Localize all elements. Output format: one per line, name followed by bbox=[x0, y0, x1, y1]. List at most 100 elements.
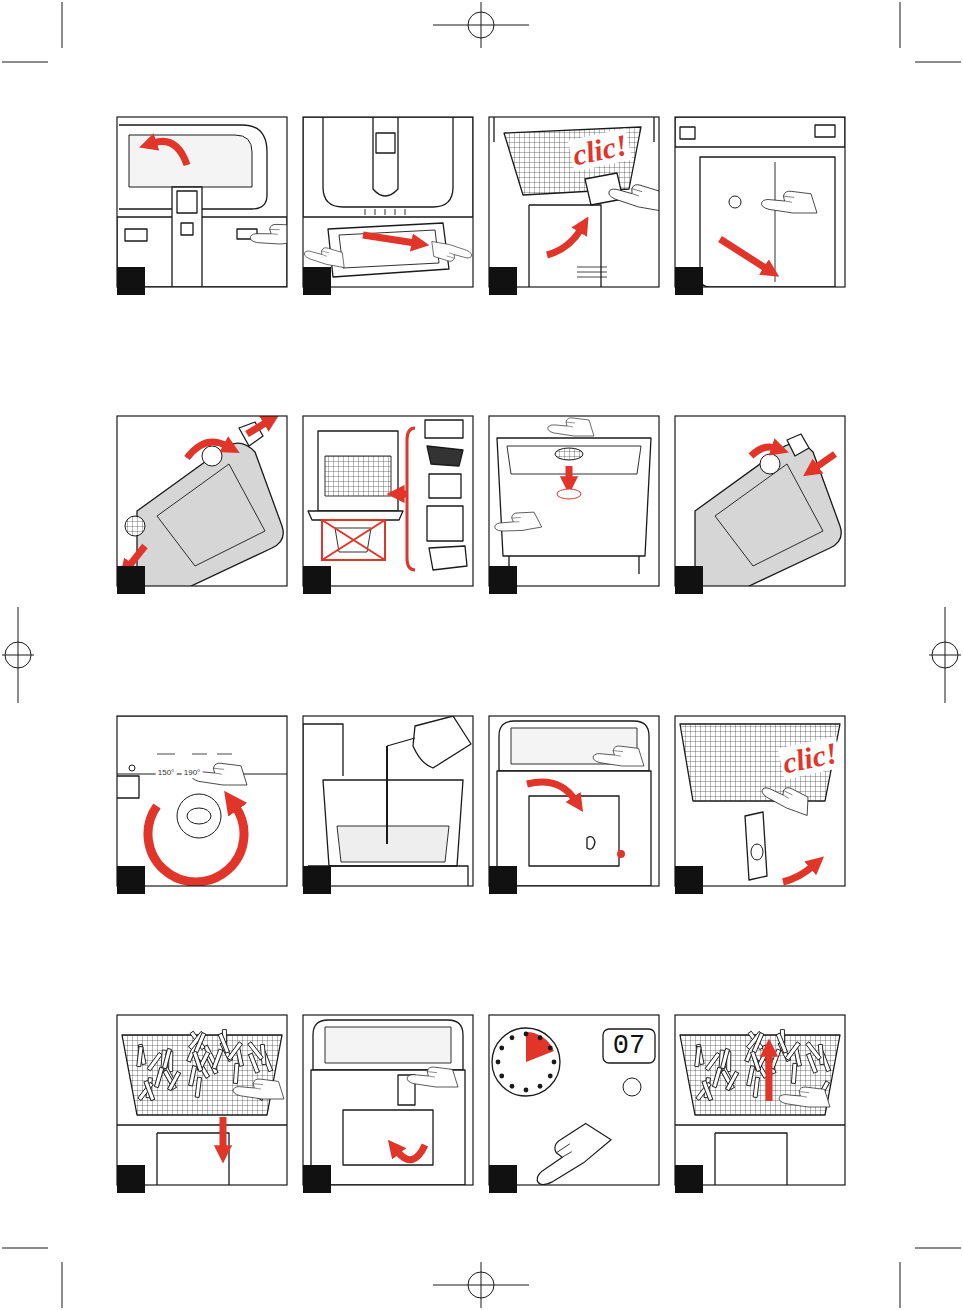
red-arrow bbox=[401, 491, 407, 498]
seat bbox=[557, 489, 581, 499]
knob bbox=[760, 454, 780, 474]
clock-dot bbox=[510, 1035, 515, 1040]
outline bbox=[715, 464, 823, 566]
step-panel bbox=[489, 416, 659, 594]
red-arrow bbox=[247, 422, 267, 434]
outline bbox=[577, 267, 607, 277]
outline bbox=[607, 180, 659, 211]
step-panel bbox=[489, 1015, 659, 1193]
outline bbox=[529, 205, 601, 287]
label-holder: clic! bbox=[778, 736, 842, 780]
panel-frame bbox=[489, 117, 659, 287]
outline bbox=[337, 826, 449, 862]
hand bbox=[407, 1067, 458, 1087]
red-arrow bbox=[751, 447, 775, 456]
fry bbox=[154, 1067, 163, 1087]
panel-frame bbox=[117, 716, 287, 886]
panel-frame bbox=[117, 416, 287, 586]
outline bbox=[308, 866, 468, 886]
outline bbox=[497, 438, 651, 556]
panel-frame bbox=[303, 117, 473, 287]
step-panel bbox=[675, 117, 845, 295]
outline bbox=[343, 1110, 433, 1165]
fry bbox=[695, 1046, 701, 1066]
clock-dot bbox=[538, 1035, 543, 1040]
outline bbox=[137, 443, 283, 586]
outline bbox=[413, 716, 471, 768]
step-panel bbox=[303, 1015, 473, 1193]
fry bbox=[248, 1042, 263, 1060]
step-panel bbox=[117, 117, 302, 295]
step-marker bbox=[303, 267, 331, 295]
step-marker bbox=[303, 866, 331, 894]
hand bbox=[429, 241, 473, 264]
step-marker bbox=[675, 267, 703, 295]
fry bbox=[785, 1042, 800, 1060]
outline bbox=[253, 1084, 263, 1090]
panel-frame bbox=[675, 416, 845, 586]
hand bbox=[762, 191, 818, 213]
step-marker bbox=[675, 566, 703, 594]
hook bbox=[751, 844, 763, 860]
temperature-mark: 190° bbox=[182, 768, 203, 778]
outline bbox=[783, 196, 794, 202]
outline bbox=[117, 716, 287, 774]
clock-dot bbox=[524, 1032, 529, 1037]
step-marker bbox=[303, 566, 331, 594]
outline bbox=[427, 1072, 437, 1078]
dial bbox=[177, 794, 221, 838]
hand bbox=[607, 180, 659, 211]
hand bbox=[303, 244, 347, 267]
red-arrow bbox=[815, 454, 835, 468]
outline bbox=[425, 420, 463, 438]
outline bbox=[493, 509, 542, 535]
outline bbox=[593, 746, 644, 766]
step-marker bbox=[489, 866, 517, 894]
label-holder: 190° bbox=[182, 761, 203, 779]
clock bbox=[492, 1028, 560, 1096]
red-arrow bbox=[187, 442, 227, 458]
outline bbox=[270, 229, 280, 235]
hand bbox=[526, 1115, 611, 1185]
step-marker bbox=[489, 267, 517, 295]
step-marker bbox=[489, 1165, 517, 1193]
sound-word: clic! bbox=[778, 736, 842, 780]
temperature-mark: 150° bbox=[156, 768, 177, 778]
outline bbox=[631, 189, 643, 197]
fry bbox=[168, 1071, 181, 1090]
outline bbox=[157, 464, 265, 566]
outline bbox=[509, 556, 639, 574]
panel-frame bbox=[489, 716, 659, 886]
outline bbox=[323, 117, 453, 207]
outline bbox=[325, 1027, 451, 1063]
red-arc bbox=[148, 806, 244, 882]
outline bbox=[799, 1092, 809, 1098]
outline bbox=[499, 721, 649, 771]
red-arrow bbox=[720, 239, 767, 269]
timer-wedge bbox=[526, 1032, 554, 1062]
step-marker bbox=[117, 566, 145, 594]
fry bbox=[162, 1048, 171, 1068]
red-arrow bbox=[220, 1117, 227, 1149]
outline bbox=[328, 223, 449, 277]
outline bbox=[376, 133, 395, 153]
panel-frame bbox=[675, 1015, 845, 1185]
step-panel bbox=[117, 416, 287, 594]
hand bbox=[759, 779, 814, 815]
hand bbox=[593, 746, 644, 766]
outline bbox=[427, 506, 463, 541]
label-holder: 07 bbox=[611, 1032, 647, 1061]
oil-stream bbox=[386, 746, 388, 844]
outline bbox=[129, 135, 252, 187]
outline bbox=[429, 546, 467, 570]
hand bbox=[548, 418, 594, 436]
clock-dot bbox=[510, 1084, 515, 1089]
outline bbox=[303, 244, 347, 267]
clock-dot bbox=[538, 1084, 543, 1089]
outline bbox=[613, 751, 623, 757]
no-cross bbox=[322, 520, 385, 560]
dial-grip bbox=[187, 808, 211, 824]
step-panel bbox=[489, 716, 659, 894]
